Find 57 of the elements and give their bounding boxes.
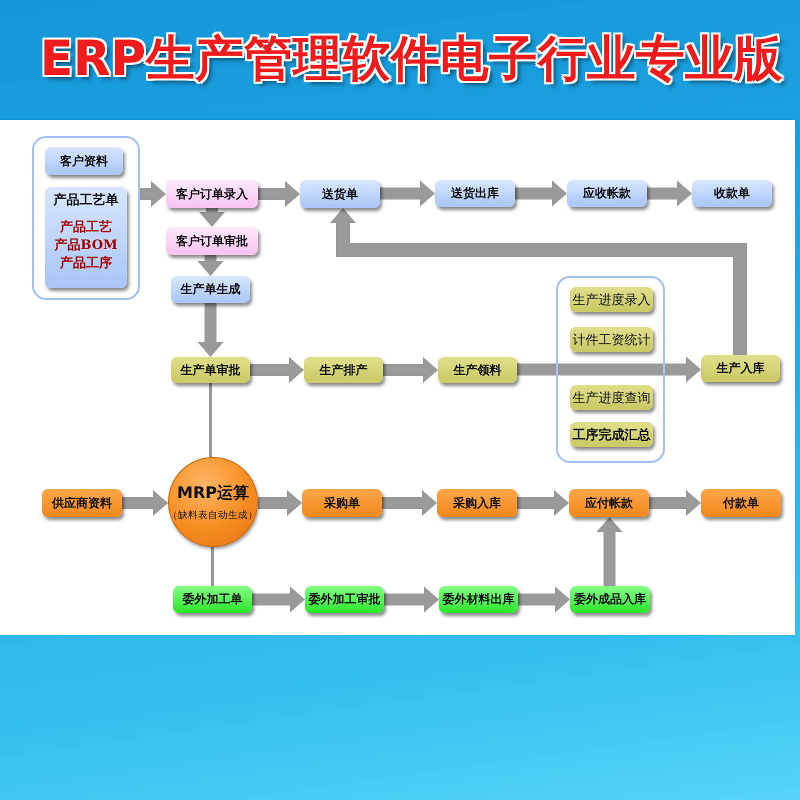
arrow (258, 490, 302, 516)
arrow (647, 180, 692, 206)
process-box: 采购单 (302, 489, 382, 517)
arrow (518, 586, 570, 612)
arrow (250, 357, 304, 383)
arrow (122, 490, 168, 516)
arrow (198, 303, 224, 357)
arrow (517, 356, 701, 382)
arrow (382, 490, 437, 516)
arrow (199, 208, 225, 227)
arrow (384, 586, 439, 612)
arrow (258, 181, 300, 207)
process-box: 生产单生成 (171, 276, 250, 303)
arrow (515, 180, 567, 206)
arrow (383, 357, 438, 383)
arrow (252, 586, 305, 612)
process-box: 生产入库 (701, 355, 780, 382)
list-item: 产品工艺 (60, 219, 112, 237)
arrow (380, 180, 435, 206)
process-box: 生产进度查询 (570, 385, 653, 410)
process-box: 客户资料 (45, 147, 123, 175)
process-box: 送货出库 (435, 180, 515, 207)
process-box: 收款单 (692, 180, 772, 207)
node-note: （缺料表自动生成） (168, 510, 258, 522)
process-box: 生产单审批 (171, 357, 250, 383)
node-heading: 产品工艺单 (54, 192, 118, 210)
arrow (140, 181, 166, 207)
arrow (596, 517, 622, 586)
process-box: 委外材料出库 (439, 586, 518, 613)
connector-line (211, 547, 214, 586)
process-box: 生产领料 (438, 357, 517, 383)
process-box: 委外加工审批 (305, 586, 384, 613)
node-heading: MRP运算 (177, 482, 249, 504)
list-item: 产品BOM (54, 237, 118, 255)
process-box: 供应商资料 (42, 489, 122, 517)
process-box: 委外加工单 (173, 586, 252, 613)
process-box: 生产排产 (304, 357, 383, 383)
process-box: 付款单 (701, 489, 781, 517)
process-box: 应收帐款 (567, 180, 647, 207)
process-box: 采购入库 (437, 489, 517, 517)
connector-line (209, 383, 212, 457)
group-box (32, 136, 140, 300)
process-box: 生产进度录入 (570, 287, 653, 312)
process-box: 应付帐款 (569, 489, 649, 517)
process-box: 客户订单审批 (166, 227, 258, 255)
process-box: 客户订单录入 (166, 180, 258, 208)
arrow (649, 490, 701, 516)
process-box: 计件工资统计 (570, 327, 653, 352)
process-box: 工序完成汇总 (570, 422, 653, 447)
process-box: 送货单 (300, 180, 380, 208)
process-box: 委外成品入库 (570, 586, 650, 613)
title: ERP生产管理软件电子行业专业版 (40, 31, 784, 87)
arrow (517, 490, 569, 516)
arrow (198, 255, 224, 276)
list-item: 产品工序 (60, 255, 112, 273)
process-box (45, 187, 127, 288)
group-box (556, 276, 665, 463)
